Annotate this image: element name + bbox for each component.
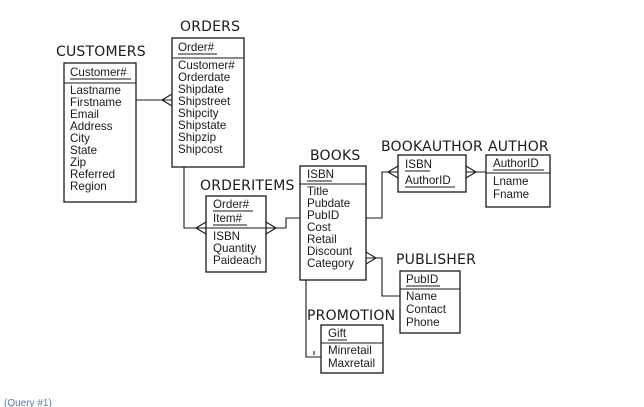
field: Lname: [493, 175, 528, 188]
field: Shipstate: [178, 119, 226, 132]
field: Category: [307, 257, 354, 270]
table-author: AUTHOR AuthorID Lname Fname: [485, 139, 551, 208]
field: Maxretail: [328, 357, 375, 370]
table-title: CUSTOMERS: [56, 44, 146, 60]
table-bookauthor: BOOKAUTHOR ISBN AuthorID: [381, 139, 483, 193]
table-title: BOOKAUTHOR: [381, 139, 483, 155]
relationship-books-orderitems: [265, 217, 300, 235]
field: Firstname: [70, 96, 122, 109]
field: Email: [70, 108, 99, 121]
field: State: [70, 144, 97, 157]
pk-field: Gift: [328, 327, 347, 340]
table-title: ORDERITEMS: [200, 178, 295, 194]
table-title: PUBLISHER: [396, 252, 476, 268]
pk-field: Order#: [178, 41, 215, 54]
field: Orderdate: [178, 71, 230, 84]
table-books: BOOKS ISBN Title Pubdate PubID Cost Reta…: [299, 148, 367, 281]
field: Shipcity: [178, 107, 219, 120]
field: PubID: [307, 209, 339, 222]
pk-field: Order#: [213, 198, 250, 211]
field: Retail: [307, 233, 337, 246]
field: Shipdate: [178, 83, 224, 96]
field: Shipstreet: [178, 95, 231, 108]
relationship-orders-orderitems: [183, 167, 207, 235]
table-box: [485, 154, 551, 208]
field: Paideach: [213, 254, 261, 267]
field: Phone: [406, 316, 440, 329]
pk-field: PubID: [406, 273, 438, 286]
pk-field: AuthorID: [405, 174, 451, 187]
field: Referred: [70, 168, 115, 181]
field: Name: [406, 290, 437, 303]
relationship-books-promotion: [305, 280, 321, 358]
table-customers: CUSTOMERS Customer# Lastname Firstname E…: [56, 44, 146, 203]
field: Lastname: [70, 84, 121, 97]
relationship-publisher-books: [365, 251, 400, 297]
table-title: ORDERS: [180, 19, 240, 35]
table-orderitems: ORDERITEMS Order# Item# ISBN Quantity Pa…: [200, 178, 295, 273]
field: Zip: [70, 156, 86, 169]
table-promotion: PROMOTION Gift Minretail Maxretail: [307, 308, 395, 374]
table-title: BOOKS: [310, 148, 360, 164]
relationship-customers-orders: [136, 93, 173, 107]
field: Customer#: [178, 59, 235, 72]
field: Shipzip: [178, 131, 216, 144]
pk-field: AuthorID: [493, 157, 539, 170]
field: ISBN: [213, 230, 240, 243]
table-box: [171, 37, 245, 168]
field: Contact: [406, 303, 447, 316]
query-caption: (Query #1): [4, 398, 52, 407]
table-publisher: PUBLISHER PubID Name Contact Phone: [396, 252, 476, 334]
field: Quantity: [213, 242, 256, 255]
table-box: [63, 62, 137, 203]
relationship-author-bookauthor: [465, 165, 486, 179]
table-box: [397, 154, 467, 193]
field: Address: [70, 120, 113, 133]
pk-field: Customer#: [70, 66, 127, 79]
field: Shipcost: [178, 143, 223, 156]
pk-field: ISBN: [307, 168, 334, 181]
field: Region: [70, 180, 107, 193]
table-title: PROMOTION: [307, 308, 395, 324]
field: Discount: [307, 245, 353, 258]
pk-field: ISBN: [405, 158, 432, 171]
table-box: [320, 324, 384, 374]
table-box: [299, 165, 367, 281]
field: Pubdate: [307, 197, 350, 210]
table-box: [399, 270, 461, 334]
table-title: AUTHOR: [488, 139, 549, 155]
pk-field: Item#: [213, 212, 243, 225]
field: Fname: [493, 188, 529, 201]
table-orders: ORDERS Order# Customer# Orderdate Shipda…: [171, 19, 245, 168]
field: Minretail: [328, 344, 372, 357]
field: Title: [307, 185, 328, 198]
field: Cost: [307, 221, 332, 234]
field: City: [70, 132, 90, 145]
relationship-books-bookauthor: [366, 165, 399, 219]
